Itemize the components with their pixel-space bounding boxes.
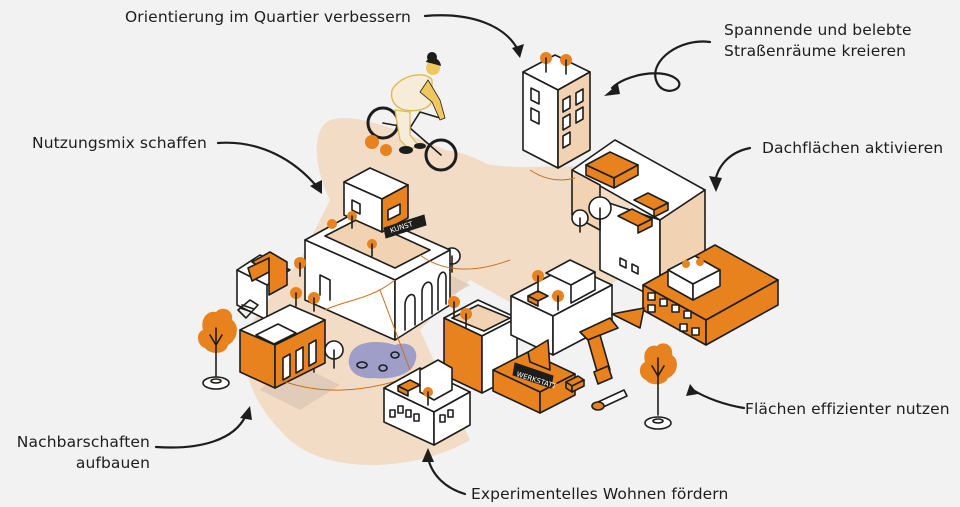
container-building (239, 304, 326, 389)
label-experimentelles: Experimentelles Wohnen fördern (471, 485, 729, 503)
label-orientierung: Orientierung im Quartier verbessern (125, 8, 411, 26)
arrow-icon (604, 40, 712, 96)
label-nachbarschaften-line1: Nachbarschaften (16, 433, 150, 451)
label-flaechen: Flächen effizienter nutzen (745, 400, 950, 418)
small-house (236, 251, 320, 321)
label-nutzungsmix: Nutzungsmix schaffen (32, 134, 207, 152)
excavator-icon (579, 307, 645, 385)
cyclist-icon (366, 52, 458, 172)
label-spannende-line2: Straßenräume kreieren (724, 42, 907, 60)
orange-building (642, 244, 779, 346)
arrow-icon (709, 146, 752, 192)
tree-icon (197, 308, 237, 390)
saw-icon (591, 389, 628, 411)
bunting-icon (279, 169, 576, 391)
arrow-icon (423, 14, 524, 58)
orange-tower (443, 296, 518, 394)
white-building (510, 259, 613, 356)
label-dachflaechen: Dachflächen aktivieren (762, 139, 944, 157)
kunst-building: KUNST (304, 167, 451, 341)
experimental-housing-building (383, 359, 471, 446)
arrow-icon (154, 406, 252, 449)
pond-icon (348, 342, 417, 379)
arrow-icon (686, 384, 746, 410)
tower-building (522, 52, 591, 169)
bricks-icon (565, 375, 585, 393)
tree-icon (380, 144, 392, 156)
windows (647, 292, 700, 336)
tree-icon (639, 343, 677, 430)
label-nachbarschaften-line2: aufbauen (75, 454, 150, 472)
umbrella-icon (305, 196, 612, 373)
arrow-icon (216, 141, 322, 194)
label-spannende-line1: Spannende und belebte (724, 21, 912, 39)
tree-icon (365, 135, 379, 149)
arrow-icon (422, 448, 467, 496)
